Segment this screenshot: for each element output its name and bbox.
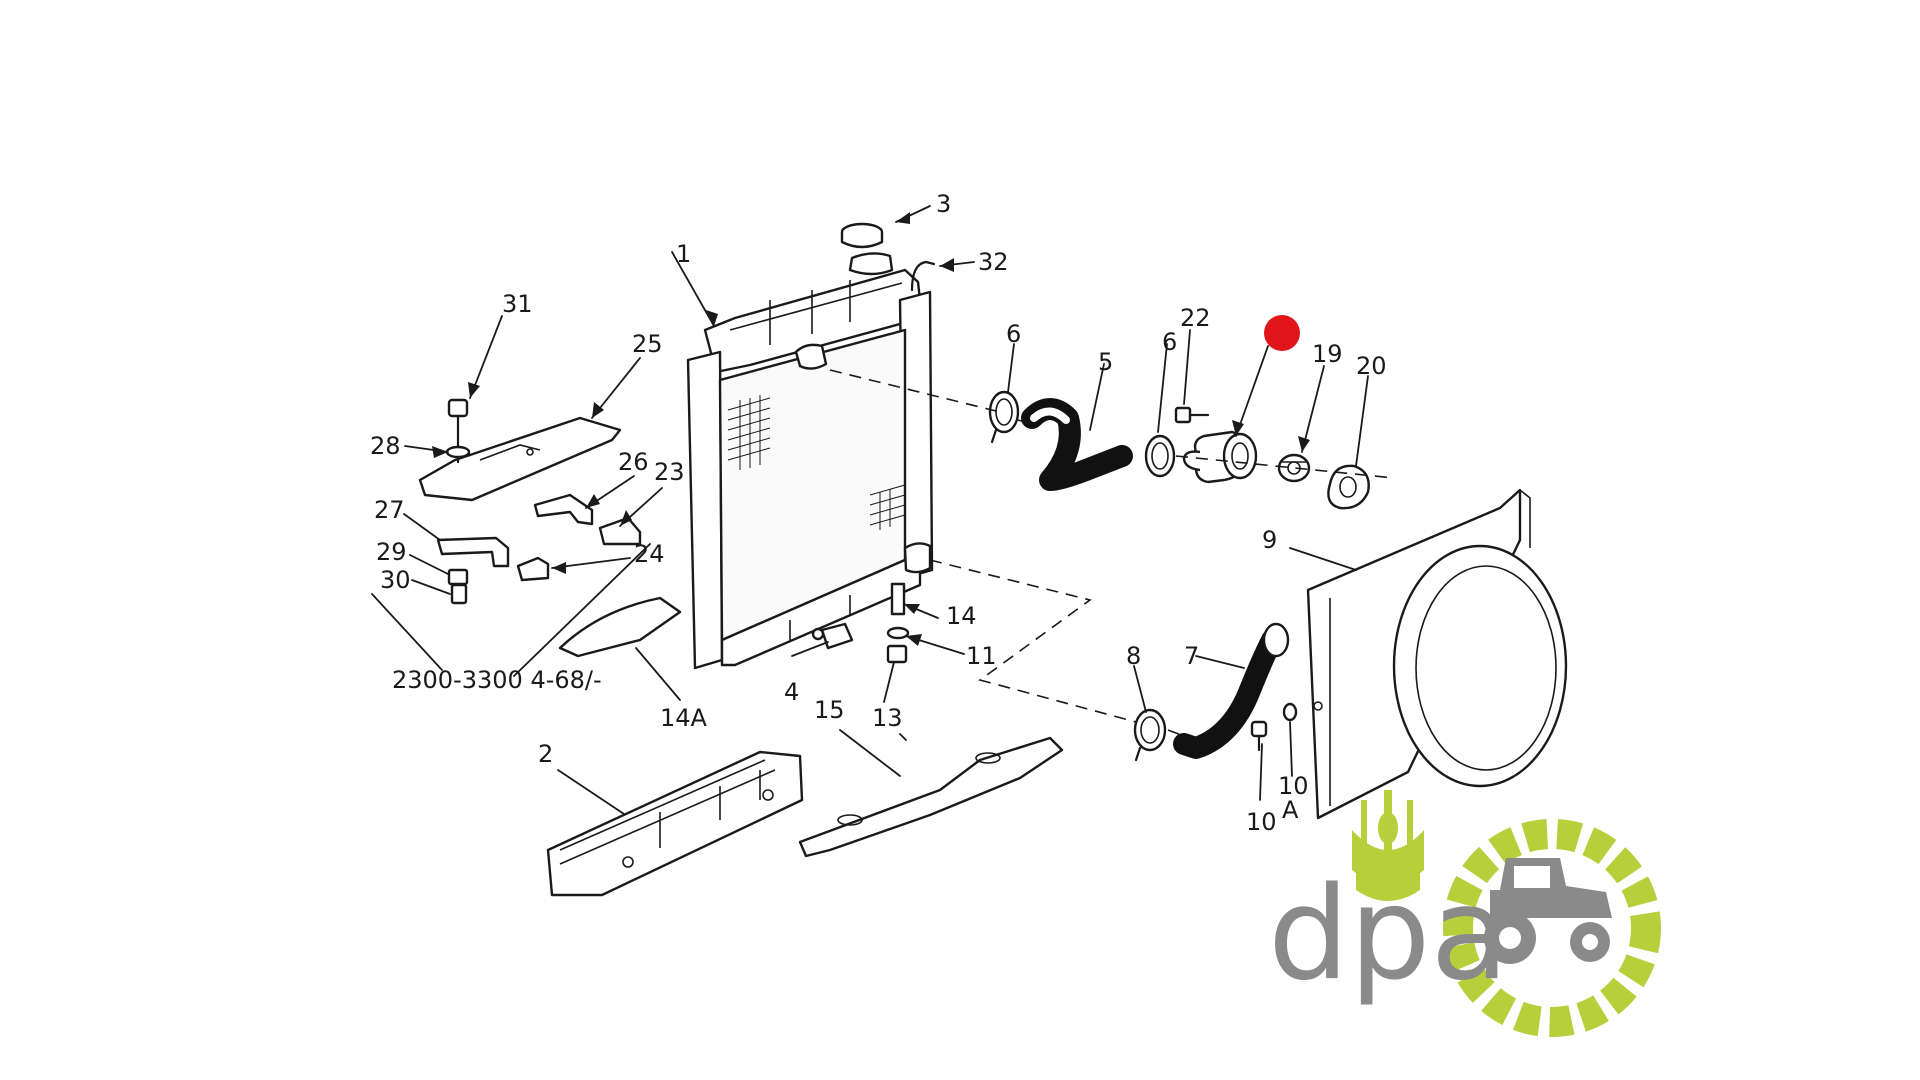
callout-19: 19 <box>1312 340 1343 368</box>
callout-14a: 14A <box>660 704 708 732</box>
wheat-icon <box>1352 790 1424 901</box>
callout-13: 13 <box>872 704 903 732</box>
callout-31: 31 <box>502 290 533 318</box>
callout-5: 5 <box>1098 348 1113 376</box>
lower-hose-7 <box>1173 622 1290 759</box>
thermostat-housing <box>1182 430 1258 484</box>
callout-4: 4 <box>784 678 799 706</box>
clamp-6b <box>1144 434 1176 478</box>
fan-shroud-9 <box>1306 488 1568 820</box>
clamp-8 <box>1133 708 1167 762</box>
callout-15: 15 <box>814 696 845 724</box>
logo-text: dpa <box>1268 860 1509 1009</box>
callout-10a: 10 <box>1246 808 1277 836</box>
callout-20: 20 <box>1356 352 1387 380</box>
callout-labels: 1 2 3 4 5 6 6 7 8 9 10 10 A 11 13 14 14A… <box>370 190 1387 836</box>
nut-29 <box>447 568 469 586</box>
callout-9: 9 <box>1262 526 1277 554</box>
tray-2-part <box>546 750 804 897</box>
callout-10-suffix: A <box>1282 796 1299 824</box>
bolt-30 <box>450 583 468 605</box>
tractor-icon <box>1484 858 1612 964</box>
clamp-6a <box>988 390 1020 444</box>
radiator-cap-part <box>840 222 884 249</box>
alignment-lines <box>829 369 1395 737</box>
stud-14 <box>890 582 906 616</box>
plate-15-part <box>798 736 1064 858</box>
callout-25: 25 <box>632 330 663 358</box>
callout-6b: 6 <box>1162 328 1177 356</box>
shield-14a-part <box>558 596 682 658</box>
washer-11 <box>886 626 910 640</box>
callout-3: 3 <box>936 190 951 218</box>
washer-10a <box>1282 702 1298 722</box>
callout-23: 23 <box>654 458 685 486</box>
thermostat-19 <box>1277 453 1311 483</box>
callout-28: 28 <box>370 432 401 460</box>
nut-13 <box>886 644 908 664</box>
callout-8: 8 <box>1126 642 1141 670</box>
dpa-logo: dpa <box>1268 790 1661 1037</box>
callout-1: 1 <box>676 240 691 268</box>
highlight-marker <box>1264 315 1300 351</box>
callout-10b: 10 <box>1278 772 1309 800</box>
block-24 <box>516 556 550 582</box>
callout-14: 14 <box>946 602 977 630</box>
callout-30: 30 <box>380 566 411 594</box>
upper-bracket-part <box>418 416 622 502</box>
callout-6a: 6 <box>1006 320 1021 348</box>
upper-hose-5 <box>1021 398 1133 491</box>
bolt-22 <box>1174 406 1210 424</box>
model-note: 2300-3300 4-68/- <box>392 666 602 694</box>
callout-7: 7 <box>1184 642 1199 670</box>
washer-28 <box>445 445 471 459</box>
callout-22: 22 <box>1180 304 1211 332</box>
callout-32: 32 <box>978 248 1009 276</box>
callout-24: 24 <box>634 540 665 568</box>
callout-27: 27 <box>374 496 405 524</box>
arrowheads <box>432 212 1310 646</box>
radiator-part <box>686 252 936 670</box>
gasket-20 <box>1327 464 1370 510</box>
callout-2: 2 <box>538 740 553 768</box>
bracket-27 <box>436 536 510 568</box>
clip-26 <box>533 493 594 526</box>
callout-11: 11 <box>966 642 997 670</box>
callout-29: 29 <box>376 538 407 566</box>
bolt-10 <box>1250 720 1268 752</box>
callout-26: 26 <box>618 448 649 476</box>
